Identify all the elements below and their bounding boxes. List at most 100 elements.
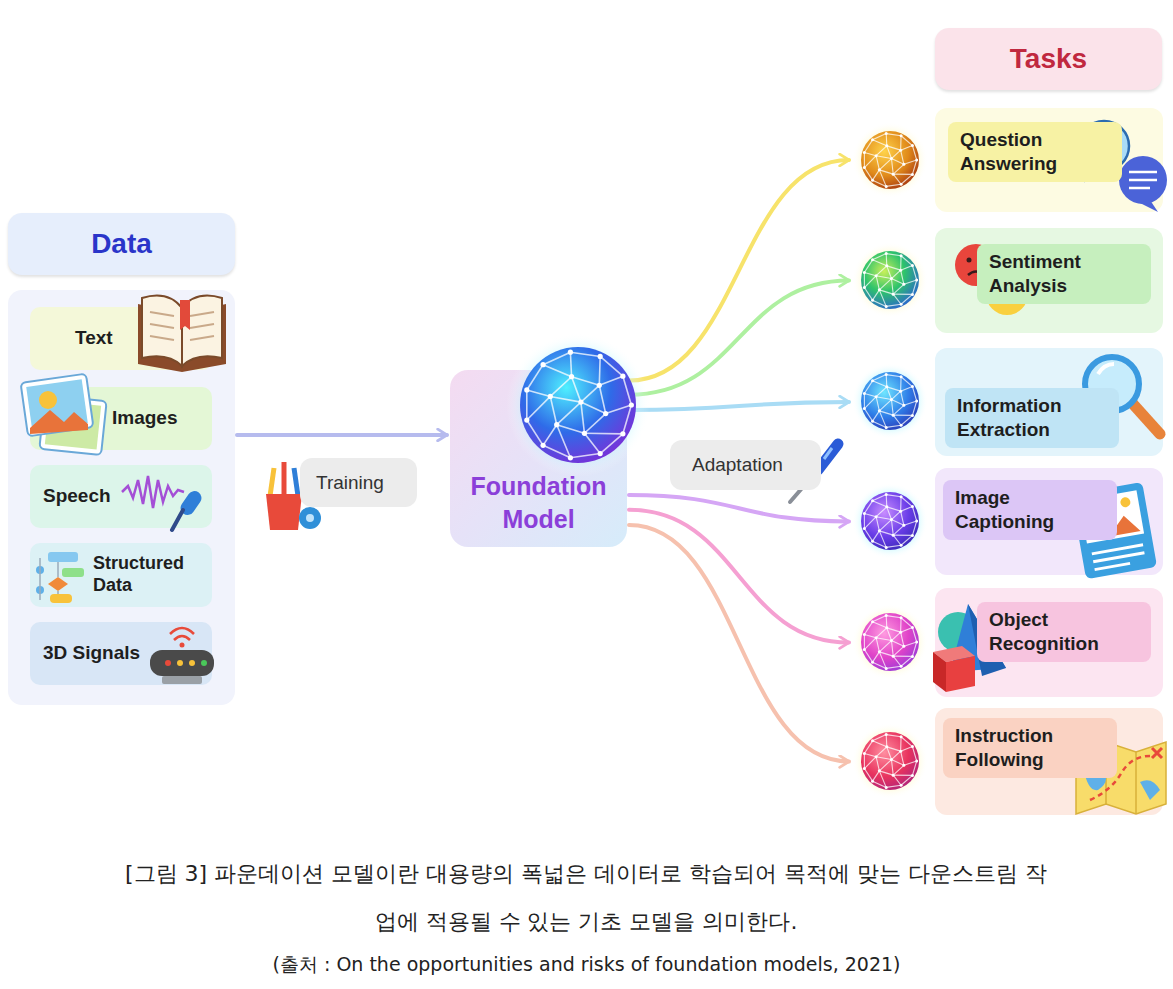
sphere-mesh xyxy=(864,616,916,669)
book-icon xyxy=(182,296,222,366)
sphere-mesh xyxy=(524,387,529,392)
sphere-mesh xyxy=(915,279,918,282)
sphere-mesh xyxy=(886,666,901,668)
sphere-mesh xyxy=(864,152,876,155)
sphere-mesh xyxy=(879,531,893,535)
sphere-mesh xyxy=(864,272,865,287)
sphere-mesh xyxy=(864,757,876,769)
sphere-mesh xyxy=(886,304,901,306)
sphere-mesh xyxy=(876,517,879,531)
sphere-mesh xyxy=(886,735,888,747)
sphere-mesh xyxy=(899,269,902,272)
3d-shapes-icon xyxy=(968,604,1006,676)
sphere-mesh xyxy=(620,431,625,436)
sphere-mesh xyxy=(873,170,880,180)
connector-arrow xyxy=(629,281,849,395)
sphere-mesh xyxy=(886,425,901,427)
book-icon xyxy=(138,304,226,372)
sphere-mesh xyxy=(886,254,901,256)
emotion-faces-icon xyxy=(1012,287,1017,292)
task-box: Question Answering xyxy=(852,108,1163,212)
sphere-mesh xyxy=(600,356,623,376)
sphere-mesh xyxy=(893,294,912,295)
sphere-mesh xyxy=(886,375,901,377)
sphere-mesh xyxy=(599,376,623,385)
sphere-mesh xyxy=(864,276,876,288)
sphere-mesh xyxy=(885,132,888,135)
sphere-mesh xyxy=(864,272,876,275)
figure-caption: [그림 3] 파운데이션 모델이란 대용량의 폭넓은 데이터로 학습되어 목적에… xyxy=(116,850,1056,946)
sphere-mesh xyxy=(524,132,918,789)
sphere-mesh xyxy=(873,134,887,140)
sphere-mesh xyxy=(879,290,886,307)
connector-arrow xyxy=(629,495,849,522)
sphere-mesh xyxy=(900,136,902,150)
sphere-mesh xyxy=(864,650,872,663)
sphere-mesh xyxy=(864,513,865,528)
task-box: Instruction Following xyxy=(852,708,1163,815)
sphere-mesh xyxy=(629,402,634,407)
sphere-mesh xyxy=(598,354,603,359)
sphere-mesh xyxy=(879,771,886,788)
sphere-mesh xyxy=(864,260,872,273)
waveform-icon xyxy=(122,476,204,530)
sphere-mesh xyxy=(620,374,625,379)
sphere-mesh xyxy=(879,170,886,187)
sphere-mesh xyxy=(912,761,916,775)
label-text: Adaptation xyxy=(692,454,783,476)
sphere-mesh xyxy=(557,402,581,425)
sphere-mesh xyxy=(878,409,881,412)
sphere-mesh xyxy=(863,633,866,636)
sphere-mesh xyxy=(904,401,917,405)
data-type-label: Text xyxy=(75,327,113,350)
sphere-mesh xyxy=(873,421,887,427)
sphere-mesh xyxy=(863,767,866,770)
sphere-mesh xyxy=(901,294,912,304)
sphere-mesh xyxy=(885,493,888,496)
sphere-mesh xyxy=(911,293,914,296)
sphere-mesh xyxy=(885,252,888,255)
map-icon xyxy=(1106,742,1136,814)
source-note: (출처 : On the opportunities and risks of … xyxy=(40,952,1133,978)
magnifier-icon xyxy=(1133,404,1160,434)
sphere-mesh xyxy=(901,377,912,387)
sphere-mesh xyxy=(543,425,557,446)
sphere-mesh xyxy=(912,146,916,160)
sphere-mesh xyxy=(901,270,904,284)
sphere-mesh xyxy=(871,661,874,664)
sphere-mesh xyxy=(901,146,913,151)
sphere-mesh xyxy=(893,656,901,666)
sphere-mesh xyxy=(901,656,912,666)
task-spheres xyxy=(861,613,919,671)
sphere-mesh xyxy=(900,497,902,511)
sphere-mesh xyxy=(899,510,902,513)
sphere-mesh xyxy=(863,271,866,274)
sphere-mesh xyxy=(900,377,902,391)
sphere-mesh xyxy=(524,350,634,461)
sphere-mesh xyxy=(875,515,878,518)
sphere-mesh xyxy=(878,288,881,291)
sphere-mesh xyxy=(873,501,887,507)
sphere-mesh xyxy=(899,149,902,152)
emotion-faces-icon xyxy=(955,244,997,286)
sphere-mesh xyxy=(864,517,876,529)
sphere-mesh xyxy=(876,638,879,652)
sphere-mesh xyxy=(893,775,912,776)
sphere-mesh xyxy=(863,614,918,670)
foundation-sphere xyxy=(520,347,636,463)
sphere-mesh xyxy=(885,546,888,549)
sphere-mesh xyxy=(891,270,900,278)
sphere-mesh xyxy=(864,634,865,649)
sphere-mesh xyxy=(871,138,874,141)
sphere-mesh xyxy=(901,507,913,512)
flowchart-icon xyxy=(48,552,78,562)
sphere-mesh xyxy=(568,455,573,460)
sphere-mesh xyxy=(600,434,623,454)
data-panel: DataTextImagesSpeechStructured Data3D Si… xyxy=(8,213,235,705)
pencil-cup-icon xyxy=(299,507,321,529)
sphere-mesh xyxy=(891,279,903,285)
sphere-mesh xyxy=(873,495,887,501)
sphere-mesh xyxy=(912,387,916,401)
sphere-mesh xyxy=(904,280,917,284)
